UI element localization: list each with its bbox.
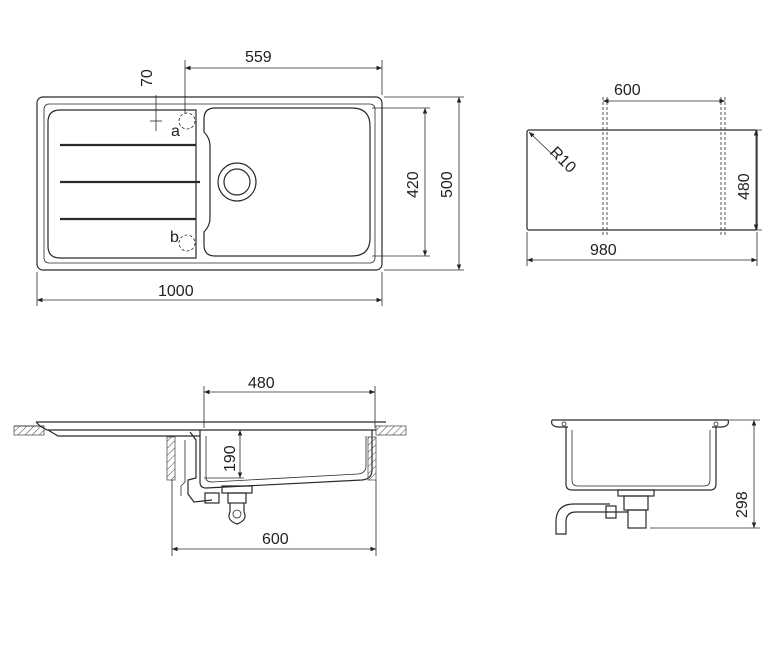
dim-depth-label: 190 bbox=[222, 445, 239, 472]
dim-bowl-width-label: 420 bbox=[405, 171, 422, 198]
worktop-right bbox=[375, 425, 407, 436]
side-bowl bbox=[565, 427, 717, 491]
bowl-outline bbox=[203, 107, 371, 257]
front-section-view: 480 190 600 bbox=[13, 375, 407, 556]
dim-overall-length-label: 1000 bbox=[158, 283, 194, 300]
hole-a-label: a bbox=[171, 123, 180, 140]
cutout-view: 600 R10 480 980 bbox=[526, 82, 762, 266]
sink-inner-rim bbox=[43, 103, 376, 264]
outlet-pipe-icon bbox=[555, 503, 628, 535]
drainer-area bbox=[47, 109, 197, 259]
side-rim bbox=[551, 419, 729, 428]
worktop-left bbox=[13, 425, 45, 436]
dim-height-label: 298 bbox=[734, 491, 751, 518]
dim-bowl-length-label: 559 bbox=[245, 49, 272, 66]
cabinet-wall-left bbox=[166, 436, 176, 481]
top-view: a b 70 559 420 500 1000 bbox=[36, 49, 464, 306]
dim-cabinet-front-label: 600 bbox=[262, 531, 289, 548]
dim-overall-width-label: 500 bbox=[439, 171, 456, 198]
dim-cabinet-label: 600 bbox=[614, 82, 641, 99]
dim-bowl-length-front-label: 480 bbox=[248, 375, 275, 392]
tap-hole-b-icon bbox=[178, 234, 196, 252]
cutout-outline bbox=[526, 129, 758, 231]
dim-cutout-length-label: 980 bbox=[590, 242, 617, 259]
dim-cutout-width-label: 480 bbox=[736, 173, 753, 200]
hole-b-label: b bbox=[170, 229, 179, 246]
sink-section-top bbox=[35, 421, 386, 431]
drain-inner bbox=[223, 168, 251, 196]
trap-icon bbox=[228, 503, 246, 525]
sink-outline bbox=[36, 96, 383, 271]
drain-outer bbox=[217, 162, 257, 202]
dim-radius-label: R10 bbox=[546, 144, 579, 177]
dim-offset-label: 70 bbox=[139, 69, 156, 87]
cabinet-wall-right bbox=[367, 436, 377, 481]
side-section-view: 298 bbox=[551, 419, 760, 535]
tap-hole-a-icon bbox=[178, 112, 196, 130]
